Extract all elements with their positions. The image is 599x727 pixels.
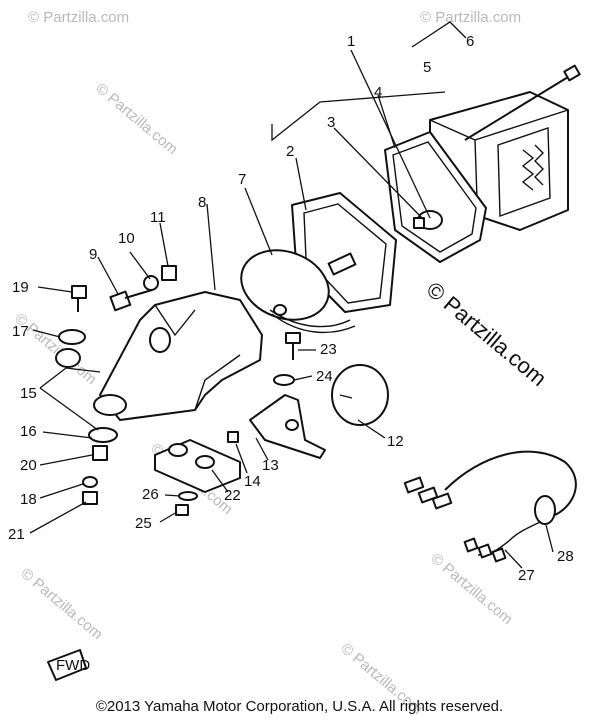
- callout-9: 9: [89, 246, 97, 263]
- tail-light-wiring: [269, 309, 356, 334]
- callout-21: 21: [8, 526, 25, 543]
- callout-27: 27: [518, 567, 535, 584]
- callout-1: 1: [347, 33, 355, 50]
- small-hardware: [55, 265, 301, 516]
- callout-13: 13: [262, 457, 279, 474]
- callout-4: 4: [374, 84, 382, 101]
- callout-5: 5: [423, 59, 431, 76]
- callout-2: 2: [286, 143, 294, 160]
- callout-22: 22: [224, 487, 241, 504]
- watermark-text: © Partzilla.com: [17, 565, 105, 643]
- bulb: [413, 210, 443, 230]
- housing-bolt: [464, 64, 581, 141]
- partzilla-watermark: © Partzilla.com: [422, 277, 552, 391]
- callout-7: 7: [238, 171, 246, 188]
- callout-18: 18: [20, 491, 37, 508]
- reflector-bracket: [249, 394, 326, 459]
- reflector: [331, 364, 389, 426]
- callout-15: 15: [20, 385, 37, 402]
- callout-25: 25: [135, 515, 152, 532]
- copyright-notice: ©2013 Yamaha Motor Corporation, U.S.A. A…: [95, 698, 504, 715]
- watermark-text: © Partzilla.com: [28, 9, 129, 26]
- callout-11: 11: [150, 209, 166, 226]
- front-label: FWD: [56, 657, 90, 674]
- callout-14: 14: [244, 473, 261, 490]
- bracket: [93, 291, 263, 421]
- front-arrow: FWD: [47, 649, 90, 681]
- callout-19: 19: [12, 279, 29, 296]
- watermark-text: © Partzilla.com: [420, 9, 521, 26]
- callout-8: 8: [198, 194, 206, 211]
- callout-6: 6: [466, 33, 474, 50]
- callout-20: 20: [20, 457, 37, 474]
- callout-10: 10: [118, 230, 135, 247]
- callout-24: 24: [316, 368, 333, 385]
- wire-harness: [403, 450, 577, 563]
- watermark-text: © Partzilla.com: [427, 550, 515, 628]
- lens-gasket: [384, 131, 487, 263]
- callout-numbers: 1 2 3 4 5 6 7 8 9 10 11 12 13 14 15 16 1…: [8, 33, 574, 584]
- callout-23: 23: [320, 341, 337, 358]
- callout-12: 12: [387, 433, 404, 450]
- callout-16: 16: [20, 423, 37, 440]
- leader-lines: [29, 21, 554, 569]
- callout-28: 28: [557, 548, 574, 565]
- watermark-text: © Partzilla.com: [92, 80, 180, 158]
- callout-26: 26: [142, 486, 159, 503]
- callout-17: 17: [12, 323, 29, 340]
- callout-3: 3: [327, 114, 335, 131]
